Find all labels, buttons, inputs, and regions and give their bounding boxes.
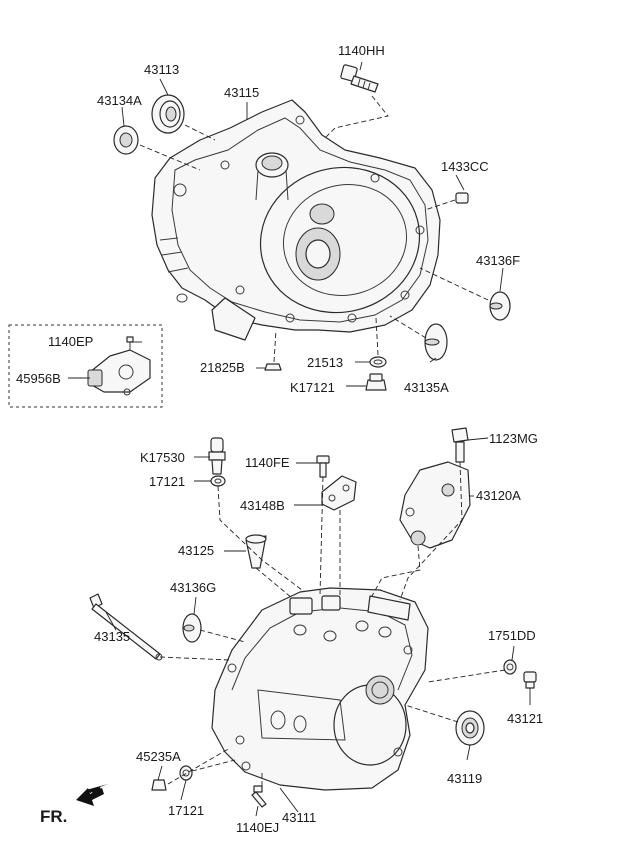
callout-43113: 43113 xyxy=(144,62,179,77)
callout-k17530: K17530 xyxy=(140,450,185,465)
washer-17121-bottom-part xyxy=(179,765,193,781)
callout-labels: 1140HH 43113 43134A 43115 1433CC 43136F … xyxy=(16,43,543,835)
callout-43119: 43119 xyxy=(447,771,482,786)
callout-43135a: 43135A xyxy=(404,380,449,395)
bracket-43148b-part xyxy=(321,475,357,511)
bolt-1123mg-part xyxy=(451,427,469,463)
callout-43120a: 43120A xyxy=(476,488,521,503)
plug-43121-part xyxy=(523,671,537,689)
mounting-bracket-43120a-part xyxy=(399,461,471,549)
callout-43125: 43125 xyxy=(178,543,214,558)
callout-43136g: 43136G xyxy=(170,580,216,595)
callout-1433cc: 1433CC xyxy=(441,159,489,174)
callout-43136f: 43136F xyxy=(476,253,520,268)
callout-43134a: 43134A xyxy=(97,93,142,108)
front-direction-arrow-icon xyxy=(76,784,108,806)
callout-43115: 43115 xyxy=(224,85,259,100)
nut-21825b-part xyxy=(264,363,282,371)
bearing-43113-part xyxy=(151,94,185,134)
callout-21825b: 21825B xyxy=(200,360,245,375)
callout-17121-bottom: 17121 xyxy=(168,803,204,818)
cover-43136g-part xyxy=(182,613,202,643)
callout-17121-top: 17121 xyxy=(149,474,185,489)
callout-21513: 21513 xyxy=(307,355,343,370)
inhibitor-switch-group-box xyxy=(8,324,163,408)
callout-1140ep: 1140EP xyxy=(48,334,93,349)
funnel-43125-part xyxy=(245,534,267,569)
callout-45956b: 45956B xyxy=(16,371,61,386)
washer-21513-part xyxy=(369,356,387,368)
callout-k17121: K17121 xyxy=(290,380,335,395)
callout-1140ej: 1140EJ xyxy=(236,820,279,835)
callout-43121: 43121 xyxy=(507,711,543,726)
plug-45235a-part xyxy=(151,779,167,791)
oil-seal-43134a-part xyxy=(113,125,139,155)
callout-43111: 43111 xyxy=(282,810,316,825)
bolt-1140hh-part xyxy=(340,64,379,93)
bolt-1140ej-part xyxy=(251,785,267,808)
washer-17121-top-part xyxy=(210,475,226,487)
lower-leader-lines xyxy=(105,437,531,817)
upper-leader-lines xyxy=(68,61,504,387)
cover-43135a-part xyxy=(424,323,448,361)
callout-45235a: 45235A xyxy=(136,749,181,764)
oil-seal-43119-part xyxy=(455,710,485,746)
callout-1140fe: 1140FE xyxy=(245,455,290,470)
bolt-1140fe-part xyxy=(316,455,330,478)
cover-43136f-part xyxy=(489,291,511,321)
callout-1751dd: 1751DD xyxy=(488,628,536,643)
front-direction-label: FR. xyxy=(40,807,67,826)
clutch-housing-43115-part xyxy=(151,99,441,341)
transmission-case-43111-part xyxy=(211,587,429,791)
callout-43135: 43135 xyxy=(94,629,130,644)
plug-k17121-part xyxy=(365,373,387,391)
inhibitor-switch-45956b-part xyxy=(87,349,151,396)
plug-1433cc-part xyxy=(455,192,469,204)
callout-1140hh: 1140HH xyxy=(338,43,385,58)
callout-43148b: 43148B xyxy=(240,498,285,513)
rod-43135-part xyxy=(89,593,163,661)
washer-1751dd-part xyxy=(503,659,517,675)
callout-1123mg: 1123MG xyxy=(489,431,538,446)
plug-k17530-part xyxy=(208,437,226,475)
